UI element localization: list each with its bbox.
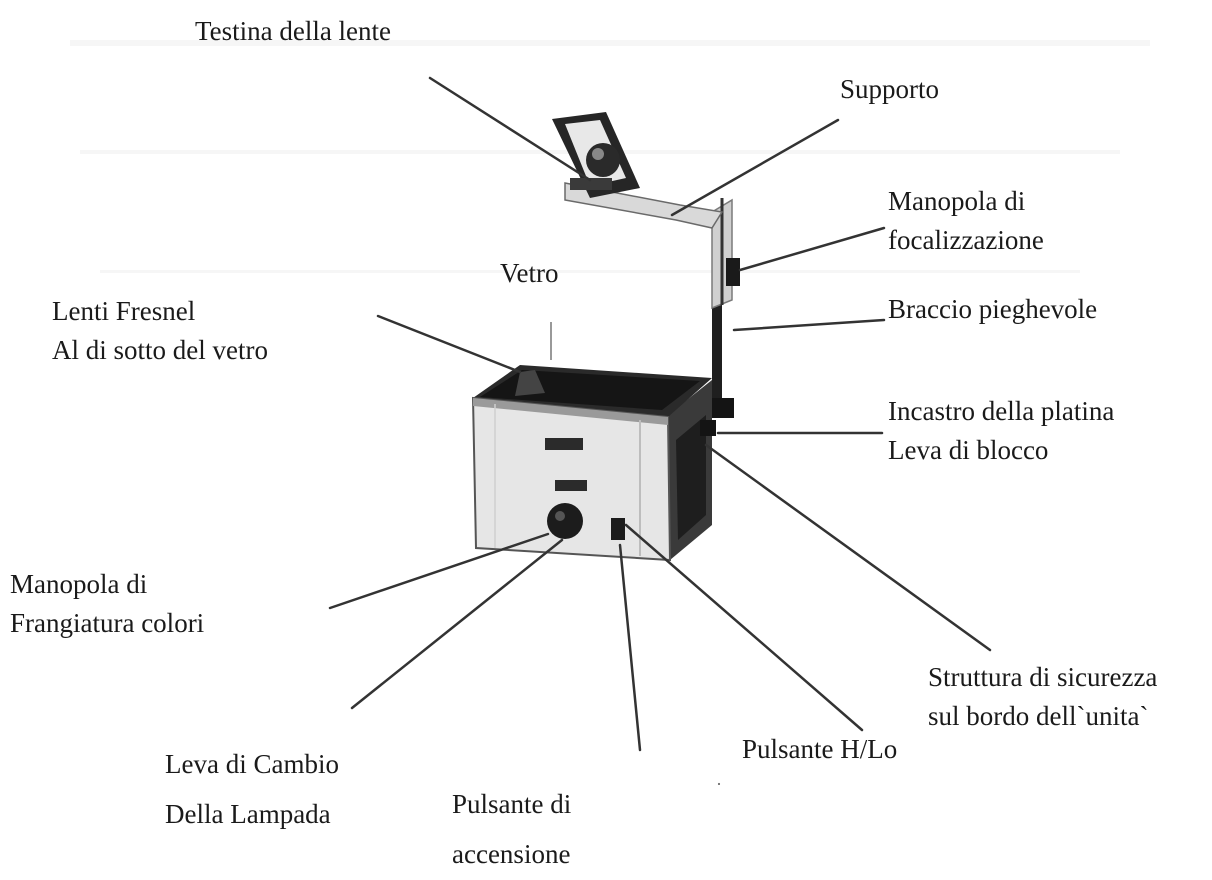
label-color-fringe-line-2: Frangiatura colori bbox=[10, 608, 205, 639]
label-power-button-line-1: Pulsante di bbox=[452, 789, 572, 819]
label-color-fringe-line-1: Manopola di bbox=[10, 569, 148, 599]
platen-lock-shape bbox=[712, 398, 734, 418]
label-safety-edge-line-2: sul bordo dell`unita` bbox=[928, 701, 1149, 732]
label-glass: Vetro bbox=[500, 254, 558, 293]
leader-fresnel bbox=[376, 314, 522, 374]
label-safety-edge: Struttura di sicurezza sul bordo dell`un… bbox=[928, 658, 1157, 736]
power-button-shape bbox=[611, 518, 625, 540]
label-focus-knob-line-1: Manopola di bbox=[888, 186, 1026, 216]
label-hilo-button: Pulsante H/Lo bbox=[742, 730, 897, 769]
projector-body bbox=[471, 365, 712, 562]
label-fresnel-line-2: Al di sotto del vetro bbox=[52, 335, 268, 366]
label-focus-knob: Manopola di focalizzazione bbox=[888, 182, 1044, 260]
label-power-button: Pulsante di accensione bbox=[452, 780, 571, 880]
label-fresnel: Lenti Fresnel Al di sotto del vetro bbox=[52, 292, 268, 370]
leader-lens-head bbox=[428, 76, 592, 182]
lens-head bbox=[552, 112, 640, 198]
label-safety-edge-line-1: Struttura di sicurezza bbox=[928, 662, 1158, 692]
label-hilo-button-line-1: Pulsante H/Lo bbox=[742, 734, 898, 764]
control-slot-top bbox=[545, 438, 583, 450]
label-lamp-lever-line-2: Della Lampada bbox=[165, 798, 331, 829]
control-slot-middle bbox=[555, 480, 587, 491]
label-support-line-1: Supporto bbox=[840, 74, 940, 104]
leader-color-fringe bbox=[328, 532, 550, 610]
label-lamp-lever: Leva di Cambio Della Lampada bbox=[165, 740, 339, 840]
label-focus-knob-line-2: focalizzazione bbox=[888, 225, 1044, 256]
label-fresnel-line-1: Lenti Fresnel bbox=[52, 296, 196, 326]
leader-support bbox=[670, 118, 840, 217]
label-platen-lock-line-2: Leva di blocco bbox=[888, 435, 1049, 466]
label-support: Supporto bbox=[840, 70, 939, 109]
label-platen-lock-line-1: Incastro della platina bbox=[888, 396, 1115, 426]
label-lamp-lever-line-1: Leva di Cambio bbox=[165, 749, 339, 779]
leader-folding-arm bbox=[732, 318, 886, 332]
svg-text:·: · bbox=[716, 774, 722, 794]
label-color-fringe: Manopola di Frangiatura colori bbox=[10, 565, 204, 643]
lens-element bbox=[586, 143, 620, 177]
arm-post bbox=[712, 295, 722, 405]
label-platen-lock: Incastro della platina Leva di blocco bbox=[888, 392, 1114, 470]
leader-power-button bbox=[618, 543, 642, 752]
leader-lamp-lever bbox=[350, 538, 564, 710]
label-folding-arm: Braccio pieghevole bbox=[888, 290, 1097, 329]
focus-knob-shape bbox=[726, 258, 740, 286]
label-glass-line-1: Vetro bbox=[500, 258, 559, 288]
label-folding-arm-line-1: Braccio pieghevole bbox=[888, 294, 1098, 324]
label-power-button-line-2: accensione bbox=[452, 838, 571, 869]
color-fringe-knob bbox=[547, 503, 583, 539]
leader-hilo-button bbox=[624, 523, 864, 732]
leader-focus-knob bbox=[738, 226, 886, 272]
label-lens-head-line-1: Testina della lente bbox=[195, 16, 392, 46]
leader-safety-edge bbox=[704, 443, 992, 652]
label-lens-head: Testina della lente bbox=[195, 12, 391, 51]
